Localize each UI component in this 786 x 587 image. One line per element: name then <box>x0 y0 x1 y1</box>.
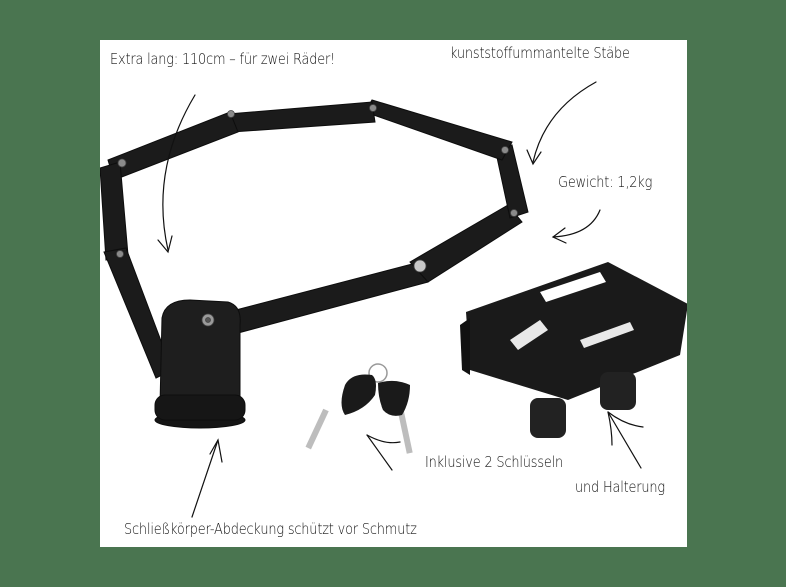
bars-annotation: kunststoffummantelte Stäbe <box>450 44 630 62</box>
length-annotation: Extra lang: 110cm – für zwei Räder! <box>110 50 336 68</box>
folding-lock-icon <box>100 99 529 429</box>
bracket-mount-icon <box>460 262 687 438</box>
weight-annotation: Gewicht: 1,2kg <box>558 173 653 191</box>
product-image-card: Extra lang: 110cm – für zwei Räder! kuns… <box>100 40 687 547</box>
keys-icon <box>305 363 413 454</box>
cover-annotation: Schließkörper-Abdeckung schützt vor Schm… <box>124 520 417 538</box>
arrow-icons <box>157 81 644 518</box>
mount-annotation: und Halterung <box>575 478 665 496</box>
keys-annotation: Inklusive 2 Schlüsseln <box>425 453 564 471</box>
folding-lock-illustration <box>100 81 687 518</box>
